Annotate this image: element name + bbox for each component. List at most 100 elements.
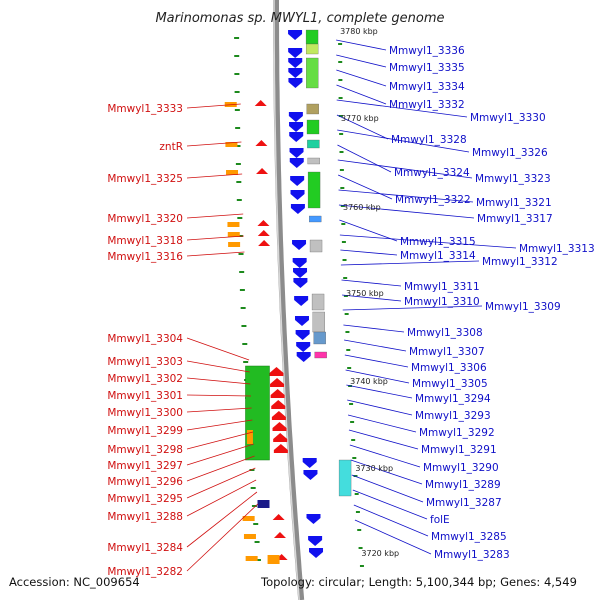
- left-gene-labels: Mmwyl1_3333zntRMmwyl1_3325Mmwyl1_3320Mmw…: [107, 103, 183, 578]
- gene-category-block: [305, 43, 319, 55]
- leader-line: [186, 419, 253, 431]
- leader-line: [186, 467, 256, 499]
- reverse-gene-arrow: [294, 316, 309, 326]
- leader-line: [340, 249, 398, 256]
- forward-gene-arrow: [271, 400, 286, 409]
- reverse-gene-arrow: [294, 296, 309, 306]
- reverse-gene-arrow: [293, 268, 308, 278]
- leader-line: [186, 479, 257, 517]
- leader-line: [349, 444, 421, 468]
- right-gene-label: Mmwyl1_3328: [391, 134, 467, 146]
- small-gene-box: [243, 534, 256, 539]
- reverse-gene-arrow: [292, 258, 307, 268]
- right-gene-label: Mmwyl1_3287: [426, 497, 502, 509]
- reverse-gene-arrow: [295, 330, 310, 340]
- leader-line: [186, 213, 244, 219]
- gene-category-block: [314, 351, 327, 359]
- leader-line: [336, 54, 387, 68]
- right-gene-label: Mmwyl1_3290: [423, 462, 499, 474]
- scale-label: 3770 kbp: [341, 114, 379, 123]
- right-gene-label: Mmwyl1_3332: [389, 99, 465, 111]
- reverse-gene-arrow: [303, 470, 318, 480]
- reverse-gene-arrow: [290, 176, 305, 186]
- left-gene-label: Mmwyl1_3299: [107, 425, 183, 437]
- leader-line: [186, 360, 250, 373]
- forward-gene-arrow: [272, 422, 287, 431]
- right-gene-label: Mmwyl1_3289: [425, 479, 501, 491]
- backbone-highlight: [273, 0, 300, 600]
- leader-line: [347, 399, 413, 416]
- right-gene-label: Mmwyl1_3326: [472, 147, 548, 159]
- leader-line: [186, 103, 241, 109]
- small-gene-box: [227, 222, 240, 227]
- left-gene-label: Mmwyl1_3288: [107, 511, 183, 523]
- reverse-gene-arrow: [293, 278, 308, 288]
- reverse-gene-arrow: [288, 58, 303, 68]
- reverse-gene-arrow: [309, 548, 324, 558]
- leader-line: [348, 429, 419, 450]
- right-gene-label: Mmwyl1_3294: [415, 393, 491, 405]
- gene-category-block: [311, 293, 325, 311]
- reverse-gene-arrow: [302, 458, 317, 468]
- forward-gene-arrow: [270, 378, 285, 387]
- leader-line: [336, 69, 387, 87]
- small-gene-box: [267, 555, 280, 564]
- scale-label: 3720 kbp: [361, 549, 399, 558]
- right-gene-label: Mmwyl1_3336: [389, 45, 465, 57]
- small-gene-box: [246, 430, 253, 444]
- forward-gene-arrow: [273, 444, 288, 453]
- leader-line: [346, 384, 413, 399]
- genome-backbone: [273, 0, 305, 600]
- right-gene-label: Mmwyl1_3335: [389, 62, 465, 74]
- leader-line: [351, 474, 424, 503]
- scale-label: 3730 kbp: [355, 464, 393, 473]
- leader-line: [186, 443, 254, 466]
- leader-line: [344, 339, 407, 352]
- reverse-gene-arrow: [292, 240, 307, 250]
- leader-line: [337, 129, 470, 153]
- left-gene-label: Mmwyl1_3296: [107, 476, 183, 488]
- gene-category-block: [307, 157, 320, 165]
- leader-line: [186, 173, 243, 179]
- left-gene-label: Mmwyl1_3316: [107, 251, 183, 263]
- right-gene-label: Mmwyl1_3323: [475, 173, 551, 185]
- leader-line: [352, 489, 428, 520]
- left-gene-label: Mmwyl1_3302: [107, 373, 183, 385]
- leader-line: [186, 491, 258, 548]
- right-gene-label: Mmwyl1_3291: [421, 444, 497, 456]
- scale-label: 3740 kbp: [350, 377, 388, 386]
- forward-gene-arrow: [273, 433, 288, 442]
- left-gene-label: zntR: [159, 141, 183, 153]
- right-gene-label: Mmwyl1_3322: [395, 194, 471, 206]
- leader-line: [186, 377, 251, 385]
- scale-label: 3760 kbp: [343, 203, 381, 212]
- reverse-gene-arrow: [296, 352, 311, 362]
- leader-line: [338, 189, 474, 203]
- right-gene-label: Mmwyl1_3330: [470, 112, 546, 124]
- leader-line: [353, 504, 429, 537]
- gene-category-block: [338, 459, 352, 497]
- right-gene-label: Mmwyl1_3306: [411, 362, 487, 374]
- small-gene-box: [242, 516, 255, 521]
- right-gene-label: Mmwyl1_3315: [400, 236, 476, 248]
- reverse-gene-arrow: [290, 190, 305, 200]
- leader-line: [347, 414, 417, 433]
- left-gene-label: Mmwyl1_3298: [107, 444, 183, 456]
- forward-gene-arrow: [257, 220, 270, 226]
- left-gene-label: Mmwyl1_3318: [107, 235, 183, 247]
- leader-line: [186, 431, 254, 450]
- leader-line: [354, 519, 432, 555]
- leader-line: [342, 294, 402, 302]
- leader-line: [186, 455, 255, 482]
- left-gene-label: Mmwyl1_3295: [107, 493, 183, 505]
- small-gene-box: [257, 500, 270, 508]
- left-gene-label: Mmwyl1_3282: [107, 566, 183, 578]
- right-gene-labels: Mmwyl1_3336Mmwyl1_3335Mmwyl1_3334Mmwyl1_…: [389, 45, 595, 561]
- small-gene-box: [228, 242, 241, 247]
- small-gene-box: [227, 232, 240, 237]
- leader-line: [186, 251, 245, 257]
- right-gene-label: Mmwyl1_3313: [519, 243, 595, 255]
- right-gene-label: Mmwyl1_3311: [404, 281, 480, 293]
- forward-gene-arrow: [257, 230, 270, 236]
